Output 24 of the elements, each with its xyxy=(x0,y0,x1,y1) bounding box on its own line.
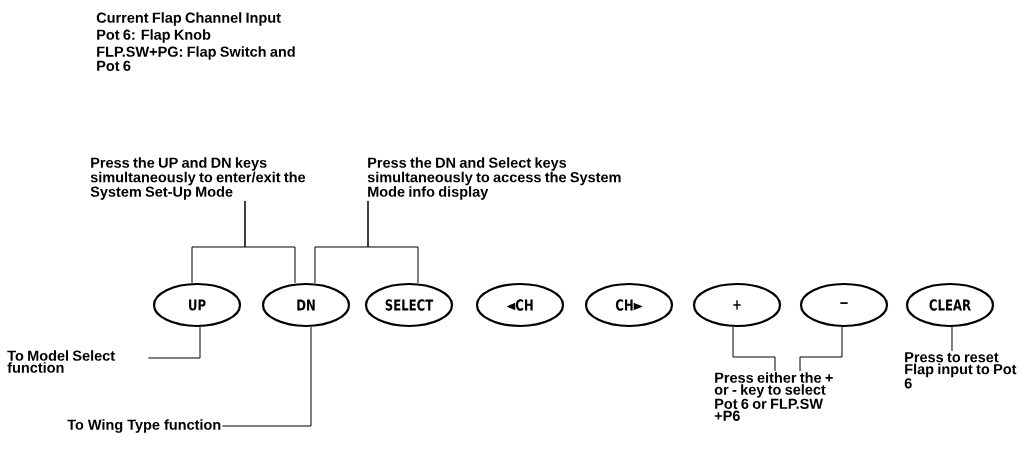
key-button: ◄CH xyxy=(475,282,565,328)
instruction-text: Press either the + or - key to select Pot 6 or FLP.SW +P6 xyxy=(714,372,833,421)
key-button: + xyxy=(692,282,782,328)
instruction-text: Press the DN and Select keys simultaneously to access the System Mode info display xyxy=(367,157,621,200)
note-text: Current Flap Channel Input xyxy=(96,12,281,26)
note-text: Pot 6: Flap Knob xyxy=(97,29,211,43)
key-button: CH► xyxy=(584,282,674,328)
instruction-text: To Model Select function xyxy=(7,350,115,373)
leader-line xyxy=(147,326,201,359)
instruction-text: Press the UP and DN keys simultaneously to enter/exit the System Set-Up Mode xyxy=(90,157,306,200)
instruction-text: Press to reset Flap input to Pot 6 xyxy=(904,352,1017,389)
key-button: − xyxy=(799,282,889,328)
leader-line xyxy=(951,326,953,352)
leader-line xyxy=(732,326,776,372)
key-button: SELECT xyxy=(364,282,454,328)
leader-line xyxy=(799,326,843,372)
leader-line xyxy=(367,200,419,284)
key-button: DN xyxy=(261,282,351,328)
leader-line xyxy=(244,200,296,284)
note-text: FLP.SW+PG: Flap Switch and Pot 6 xyxy=(97,46,295,71)
key-button: UP xyxy=(152,282,242,328)
leader-line xyxy=(221,326,312,427)
instruction-text: To Wing Type function xyxy=(67,419,221,433)
key-button: CLEAR xyxy=(905,282,995,328)
